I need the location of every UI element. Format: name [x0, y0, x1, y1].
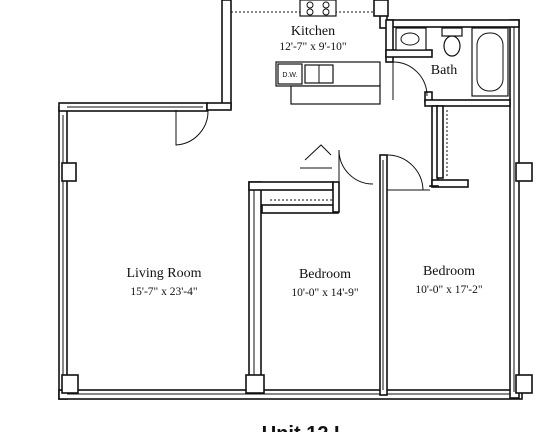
dishwasher-label: D.W. [282, 72, 297, 79]
kitchen-name: Kitchen [291, 24, 335, 39]
living-room-dims: 15'-7" x 23'-4" [130, 286, 197, 298]
columns [61, 0, 533, 394]
kitchen-dims: 12'-7" x 9'-10" [279, 41, 346, 53]
bedroom2-dims: 10'-0" x 17'-2" [415, 284, 482, 296]
bath-name: Bath [431, 63, 457, 78]
bedroom1-name: Bedroom [299, 267, 351, 282]
living-room-name: Living Room [126, 266, 201, 281]
entry-door [175, 109, 209, 146]
toilet-tank-icon [441, 27, 463, 37]
unit-caption: Unit 12 L [262, 423, 346, 432]
bedroom1-walls [248, 144, 374, 393]
toilet-icon [443, 35, 461, 57]
bath-fixtures [395, 27, 509, 97]
dishwasher-icon [277, 63, 303, 85]
bedroom1-dims: 10'-0" x 14'-9" [291, 287, 358, 299]
bedroom2-walls [379, 105, 448, 396]
range-icon [299, 0, 337, 17]
bedroom2-name: Bedroom [423, 264, 475, 279]
vanity-icon [395, 27, 427, 51]
kitchen-counter: D.W. [275, 61, 381, 105]
